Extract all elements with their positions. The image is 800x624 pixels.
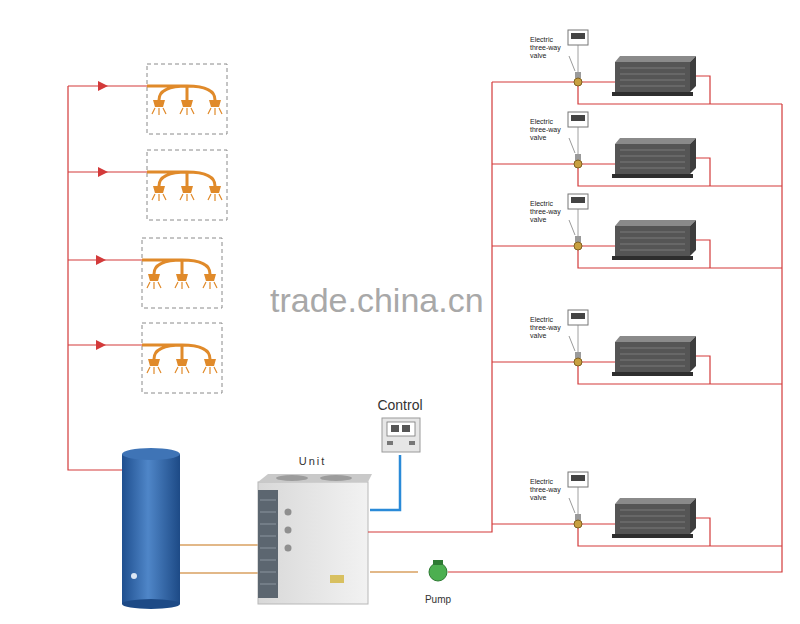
heat-pump-unit <box>258 474 372 604</box>
fan-coil-row <box>492 30 782 104</box>
valve-label: Electric three-way valve <box>530 316 566 340</box>
shower-group <box>142 323 222 393</box>
pipe-connector <box>370 571 418 573</box>
hot-water-trunk <box>68 86 125 470</box>
watermark: trade.china.cn <box>266 280 488 320</box>
control-panel <box>382 418 420 452</box>
fan-coil-row <box>492 472 782 546</box>
fan-coil-row <box>492 310 782 384</box>
fan-coil-row <box>492 194 782 268</box>
pump-symbol <box>429 560 447 581</box>
valve-label: Electric three-way valve <box>530 118 566 142</box>
valve-label: Electric three-way valve <box>530 36 566 60</box>
hot-water-branches <box>68 86 147 345</box>
tank-pipes <box>180 545 258 573</box>
valve-label: Electric three-way valve <box>530 200 566 224</box>
shower-group <box>147 64 227 134</box>
shower-group <box>142 238 222 308</box>
water-tank <box>122 448 180 609</box>
fan-coil-row <box>492 112 782 186</box>
valve-label: Electric three-way valve <box>530 478 566 502</box>
node-label: Pump <box>425 594 451 606</box>
flow-arrows <box>96 81 108 350</box>
node-label: Unit <box>299 455 327 468</box>
shower-group <box>147 150 227 220</box>
pipe-connector <box>370 455 400 510</box>
node-label: Control <box>377 397 422 413</box>
control-box: Control <box>366 397 434 455</box>
unit-box: Unit <box>255 455 370 607</box>
return-pipe <box>448 104 782 572</box>
pump-box: Pump <box>418 556 458 606</box>
